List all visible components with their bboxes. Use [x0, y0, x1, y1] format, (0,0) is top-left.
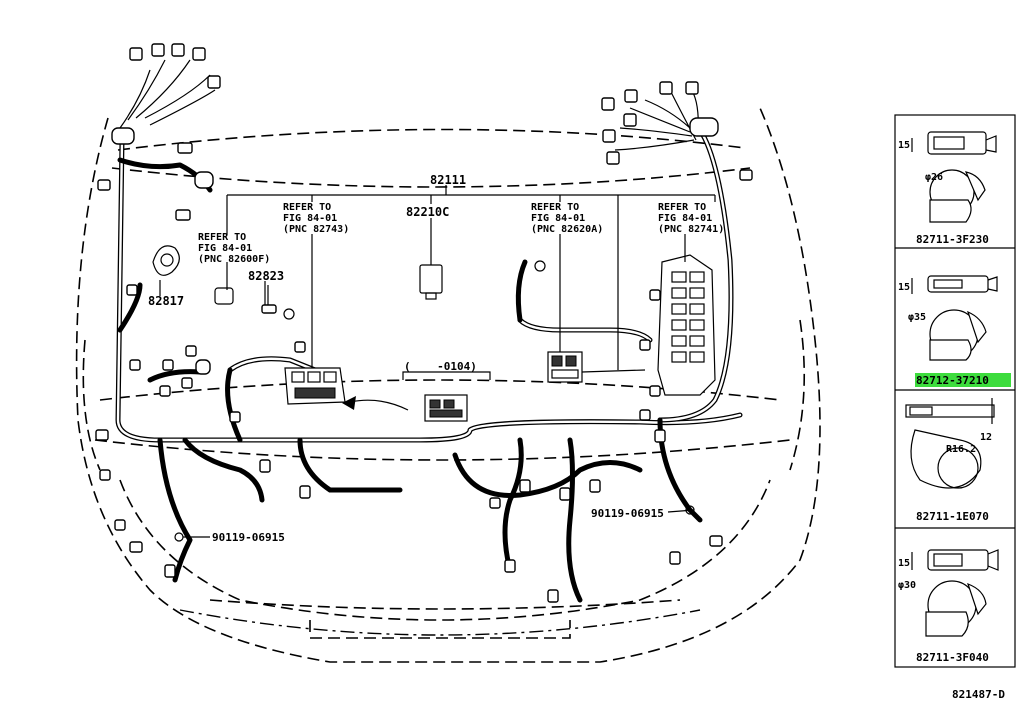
relay-block-left [284, 367, 346, 405]
label-82210c: 82210C [406, 205, 449, 219]
connector-cluster-top-right [601, 81, 753, 181]
svg-text:REFER TO: REFER TO [658, 202, 706, 213]
highlight-marker [915, 373, 1011, 387]
ref-note-82741: REFER TO FIG 84-01 (PNC 82741) [658, 202, 724, 235]
relay-block-center-right [547, 351, 583, 383]
svg-text:FIG 84-01: FIG 84-01 [658, 213, 712, 224]
clamp-82711-1e070: 12 R16.2 82711-1E070 [905, 398, 995, 523]
clamp-panel: 15 φ26 82711-3F230 15 φ35 82712-37210 [894, 114, 1016, 668]
svg-text:(PNC 82620A): (PNC 82620A) [531, 224, 603, 235]
connector-cluster-top-left [97, 43, 221, 221]
clamp-part-number: 82711-3F040 [916, 651, 989, 664]
harness-connectors [95, 284, 723, 603]
clamp-82711-3f230: 15 φ26 82711-3F230 [898, 131, 997, 246]
clamp-part-number: 82712-37210 [916, 374, 989, 387]
label-bolt-right: 90119-06915 [591, 507, 664, 520]
svg-text:REFER TO: REFER TO [198, 232, 246, 243]
ref-note-82743: REFER TO FIG 84-01 (PNC 82743) [283, 202, 349, 235]
svg-text:12: 12 [980, 432, 992, 443]
svg-text:(PNC 82741): (PNC 82741) [658, 224, 724, 235]
label-82111: 82111 [430, 173, 466, 187]
svg-text:REFER TO: REFER TO [531, 202, 579, 213]
svg-text:15: 15 [898, 140, 910, 151]
label-82817: 82817 [148, 294, 184, 308]
svg-text:FIG 84-01: FIG 84-01 [198, 243, 252, 254]
drawing-number: 821487-D [952, 688, 1005, 701]
svg-text:φ30: φ30 [898, 580, 916, 591]
clamp-part-number: 82711-1E070 [916, 510, 989, 523]
diagram-labels: 82111 82210C 82823 82817 90119-06915 901… [148, 173, 1005, 701]
label-bolt-left: 90119-06915 [212, 531, 285, 544]
svg-text:R16.2: R16.2 [946, 444, 976, 455]
relay-block-right [657, 254, 716, 396]
relay-block-center [342, 371, 491, 422]
label-82823: 82823 [248, 269, 284, 283]
svg-text:(PNC 82743): (PNC 82743) [283, 224, 349, 235]
svg-text:FIG 84-01: FIG 84-01 [531, 213, 585, 224]
clamp-82712-37210: 15 φ35 82712-37210 [898, 275, 1011, 387]
svg-text:FIG 84-01: FIG 84-01 [283, 213, 337, 224]
ref-note-82600f: REFER TO FIG 84-01 (PNC 82600F) [198, 232, 270, 265]
svg-text:φ35: φ35 [908, 312, 926, 323]
leader-lines [159, 185, 716, 373]
svg-text:15: 15 [898, 558, 910, 569]
svg-text:15: 15 [898, 282, 910, 293]
clamp-part-number: 82711-3F230 [916, 233, 989, 246]
svg-text:REFER TO: REFER TO [283, 202, 331, 213]
clamp-82711-3f040: 15 φ30 82711-3F040 [898, 549, 999, 664]
harness-routing [115, 127, 743, 603]
small-parts [152, 245, 695, 542]
ref-note-82620a: REFER TO FIG 84-01 (PNC 82620A) [531, 202, 603, 235]
label-range: ( -0104) [404, 360, 477, 373]
svg-text:(PNC 82600F): (PNC 82600F) [198, 254, 270, 265]
svg-text:φ26: φ26 [925, 172, 943, 183]
